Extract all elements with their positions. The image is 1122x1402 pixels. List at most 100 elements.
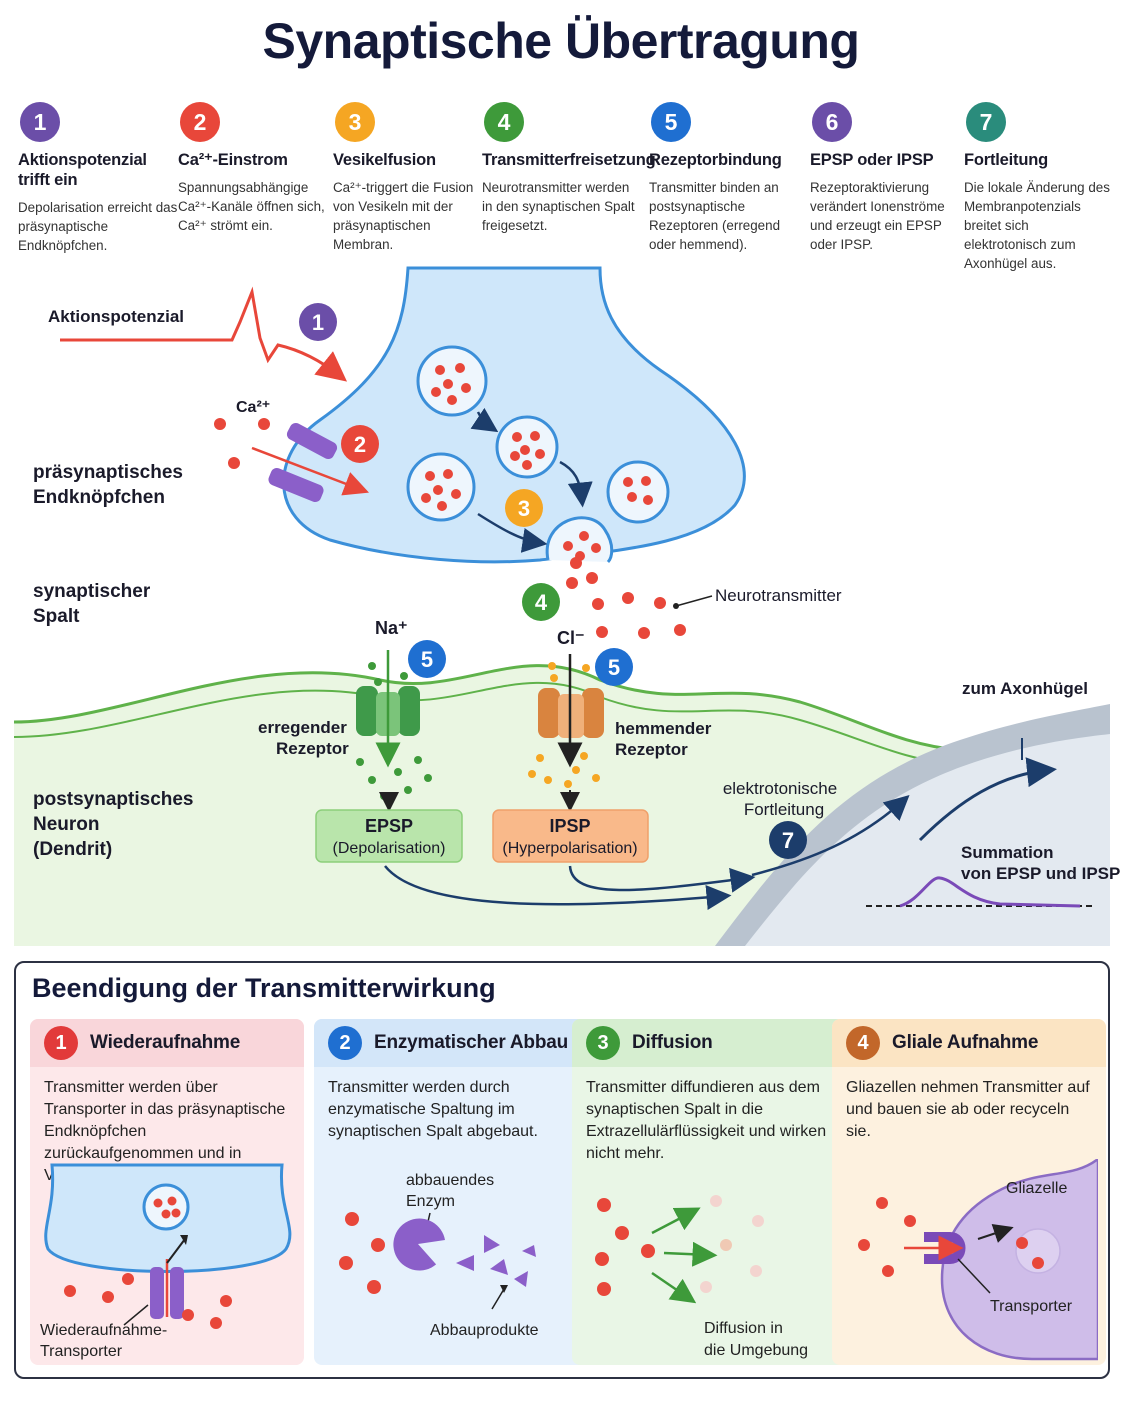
step-title: Rezeptorbindung — [649, 151, 782, 169]
marker-5a: 5 — [421, 647, 433, 672]
label-abbauendes: abbauendes — [406, 1172, 494, 1189]
label-summation-epsp-ipsp: von EPSP und IPSP — [961, 864, 1120, 883]
marker-5b: 5 — [608, 655, 620, 680]
epsp-box — [315, 809, 463, 863]
marker-7: 7 — [782, 828, 794, 853]
label-na: Na⁺ — [375, 618, 408, 638]
step-1: 1 Aktionspotenzial trifft ein Depolarisa… — [18, 102, 178, 255]
label-endknoepfchen: Endknöpfchen — [33, 487, 165, 508]
label-wiederaufnahme-transporter: Wiederaufnahme- — [40, 1322, 167, 1339]
card-number: 2 — [328, 1026, 362, 1060]
step-title: Transmitterfreisetzung — [482, 151, 656, 169]
panel-title: Beendigung der Transmitterwirkung — [32, 973, 496, 1003]
fusing-vesicle — [545, 516, 614, 564]
card-description: Transmitter werden über Transporter in d… — [44, 1079, 286, 1184]
label-die-umgebung: die Umgebung — [704, 1342, 808, 1359]
step-6: 6 EPSP oder IPSP Rezeptoraktivierung ver… — [810, 102, 970, 254]
marker-3: 3 — [518, 496, 530, 521]
label-cl: Cl⁻ — [557, 628, 585, 648]
step-title: Fortleitung — [964, 151, 1048, 169]
step-number: 5 — [651, 102, 691, 142]
label-postsynaptisch: postsynaptisches — [33, 789, 194, 810]
label-transporter-1: Transporter — [40, 1343, 123, 1360]
label-axonhuegel: zum Axonhügel — [962, 679, 1088, 698]
card-number: 4 — [846, 1026, 880, 1060]
summation-curve — [899, 876, 1081, 908]
step-title: Vesikelfusion — [333, 151, 436, 169]
label-aktionspotenzial: Aktionspotenzial — [48, 307, 184, 326]
card-title: Diffusion — [632, 1032, 713, 1053]
label-epsp: EPSP — [365, 816, 413, 836]
step-number: 7 — [966, 102, 1006, 142]
label-transporter-glia: Transporter — [990, 1298, 1073, 1315]
label-fortleitung: Fortleitung — [744, 800, 824, 819]
label-praesynaptisch: präsynaptisches — [33, 462, 183, 483]
excitatory-receptor — [356, 686, 420, 736]
step-2: 2 Ca²⁺-Einstrom Spannungsabhängige Ca²⁺-… — [178, 102, 338, 235]
step-description: Depolarisation erreicht das präsynaptisc… — [18, 200, 178, 253]
label-elektrotonische: elektrotonische — [723, 779, 837, 798]
card-gliale-aufnahme: 4 Gliale Aufnahme Gliazellen nehmen Tran… — [832, 1019, 1106, 1365]
ipsp-box — [492, 809, 649, 863]
enzyme-icon — [393, 1218, 445, 1271]
step-description: Ca²⁺-triggert die Fusion von Vesikeln mi… — [333, 180, 474, 252]
marker-1: 1 — [312, 310, 324, 335]
glia-illustration: Gliazelle Transporter — [858, 1159, 1098, 1361]
card-title: Gliale Aufnahme — [892, 1032, 1039, 1053]
step-number: 6 — [812, 102, 852, 142]
vesicle — [495, 415, 559, 479]
marker-4: 4 — [535, 590, 548, 615]
label-diffusion-in: Diffusion in — [704, 1320, 783, 1337]
label-neuron: Neuron — [33, 814, 100, 835]
label-summation: Summation — [961, 843, 1054, 862]
label-gliazelle: Gliazelle — [1006, 1180, 1067, 1197]
marker-2: 2 — [354, 432, 366, 457]
label-synaptischer: synaptischer — [33, 581, 151, 602]
label-neurotransmitter: Neurotransmitter — [715, 586, 842, 605]
card-title: Wiederaufnahme — [90, 1032, 241, 1053]
vesicle — [606, 460, 670, 524]
reuptake-illustration: Wiederaufnahme- Transporter — [40, 1163, 292, 1360]
label-dendrit: (Dendrit) — [33, 839, 112, 860]
label-ipsp: IPSP — [549, 816, 590, 836]
step-7: 7 Fortleitung Die lokale Änderung des Me… — [964, 102, 1114, 273]
label-rezeptor-hemmend: Rezeptor — [615, 740, 688, 759]
neurotransmitter-particles — [566, 557, 686, 639]
termination-panel: Beendigung der Transmitterwirkung 1 Wied… — [14, 961, 1110, 1379]
label-ca: Ca²⁺ — [236, 399, 270, 416]
card-number: 1 — [44, 1026, 78, 1060]
card-wiederaufnahme: 1 Wiederaufnahme Transmitter werden über… — [30, 1019, 304, 1365]
enzyme-illustration: abbauendes Enzym Abbauprodukte — [339, 1172, 539, 1339]
step-number: 3 — [335, 102, 375, 142]
step-number: 2 — [180, 102, 220, 142]
step-description: Transmitter binden an postsynaptische Re… — [649, 180, 781, 252]
card-description: Transmitter werden durch enzymatische Sp… — [328, 1079, 538, 1140]
label-enzym: Enzym — [406, 1193, 455, 1210]
action-potential-wave — [60, 286, 348, 382]
step-description: Rezeptoraktivierung verändert Ionenström… — [810, 180, 945, 252]
step-title: Aktionspotenzial trifft ein — [18, 151, 147, 189]
synapse-diagram: Aktionspotenzial Ca²⁺ präsynaptisches En… — [13, 266, 1120, 946]
step-title: EPSP oder IPSP — [810, 151, 934, 169]
card-title: Enzymatischer Abbau — [374, 1032, 568, 1053]
step-number: 1 — [20, 102, 60, 142]
label-abbauprodukte: Abbauprodukte — [430, 1322, 539, 1339]
vesicle — [406, 452, 476, 522]
step-description: Neurotransmitter werden in den synaptisc… — [482, 180, 635, 233]
card-description: Transmitter diffundieren aus dem synapti… — [586, 1079, 827, 1162]
page-title: Synaptische Übertragung — [262, 13, 860, 69]
vesicle — [416, 345, 488, 417]
step-description: Spannungsabhängige Ca²⁺-Kanäle öffnen si… — [178, 180, 325, 233]
card-description: Gliazellen nehmen Transmitter auf und ba… — [846, 1079, 1090, 1140]
step-description: Die lokale Änderung des Membranpotenzial… — [964, 180, 1110, 271]
step-5: 5 Rezeptorbindung Transmitter binden an … — [649, 102, 809, 254]
card-enzymatischer-abbau: 2 Enzymatischer Abbau Transmitter werden… — [314, 1019, 588, 1365]
card-diffusion: 3 Diffusion Transmitter diffundieren aus… — [572, 1019, 846, 1365]
label-hemmender: hemmender — [615, 719, 712, 738]
diffusion-illustration: Diffusion in die Umgebung — [595, 1195, 808, 1359]
calcium-channel — [268, 422, 338, 503]
step-title: Ca²⁺-Einstrom — [178, 151, 288, 169]
label-spalt: Spalt — [33, 606, 80, 627]
label-erregender: erregender — [258, 718, 347, 737]
step-4: 4 Transmitterfreisetzung Neurotransmitte… — [482, 102, 656, 235]
